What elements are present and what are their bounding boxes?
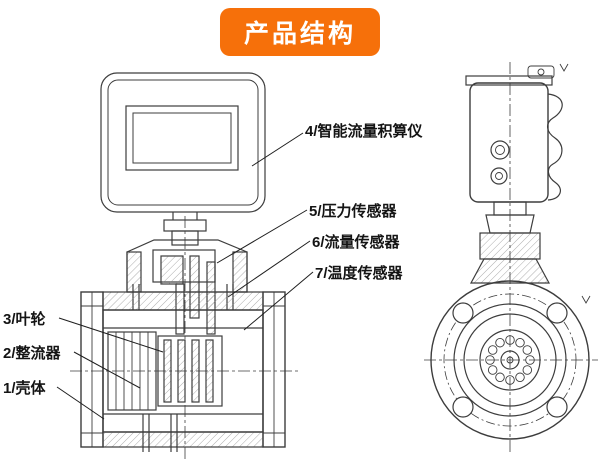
callout-lines: [56, 132, 314, 420]
label-housing: 1/壳体: [3, 380, 46, 397]
front-view: [70, 72, 298, 460]
label-flow-sensor: 6/流量传感器: [312, 234, 400, 251]
side-view: [424, 62, 598, 452]
label-temperature-sensor: 7/温度传感器: [315, 265, 403, 282]
label-pressure-sensor: 5/压力传感器: [309, 203, 397, 220]
page-title: 产品结构: [243, 20, 357, 48]
title-banner: 产品结构: [219, 8, 381, 56]
label-rectifier: 2/整流器: [3, 345, 61, 362]
label-impeller: 3/叶轮: [3, 311, 46, 328]
label-flow-totalizer: 4/智能流量积算仪: [305, 123, 423, 140]
